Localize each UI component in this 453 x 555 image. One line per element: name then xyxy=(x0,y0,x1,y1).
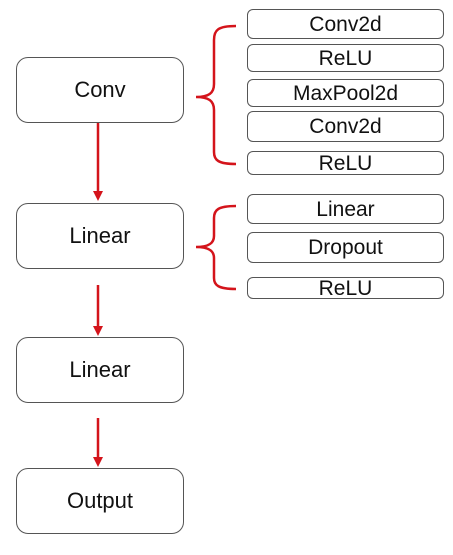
output-block: Output xyxy=(16,468,184,534)
conv-layer-conv2d-2: Conv2d xyxy=(247,111,444,142)
conv-layer-label: ReLU xyxy=(318,151,373,175)
linear-layer-dropout: Dropout xyxy=(247,232,444,263)
conv-layer-label: ReLU xyxy=(318,46,373,70)
conv-layer-conv2d-1: Conv2d xyxy=(247,9,444,39)
linear-layer-label: Linear xyxy=(316,197,375,221)
linear-layer-linear: Linear xyxy=(247,194,444,224)
linear-block-1: Linear xyxy=(16,203,184,269)
conv-block: Conv xyxy=(16,57,184,123)
linear-block-2-label: Linear xyxy=(69,357,131,382)
output-block-label: Output xyxy=(66,488,134,513)
linear-layer-label: ReLU xyxy=(318,276,373,300)
conv-layer-relu-1: ReLU xyxy=(247,44,444,72)
linear-layer-label: Dropout xyxy=(308,236,383,259)
conv-brace xyxy=(195,24,237,166)
conv-layer-label: Conv2d xyxy=(309,115,382,138)
linear-block-1-label: Linear xyxy=(69,223,131,248)
linear-block-2: Linear xyxy=(16,337,184,403)
conv-layer-label: Conv2d xyxy=(309,12,382,36)
conv-layer-relu-2: ReLU xyxy=(247,151,444,175)
linear-brace xyxy=(195,204,237,291)
conv-block-label: Conv xyxy=(74,77,126,102)
linear-layer-relu: ReLU xyxy=(247,277,444,299)
conv-layer-label: MaxPool2d xyxy=(292,81,399,105)
conv-layer-maxpool2d: MaxPool2d xyxy=(247,79,444,107)
